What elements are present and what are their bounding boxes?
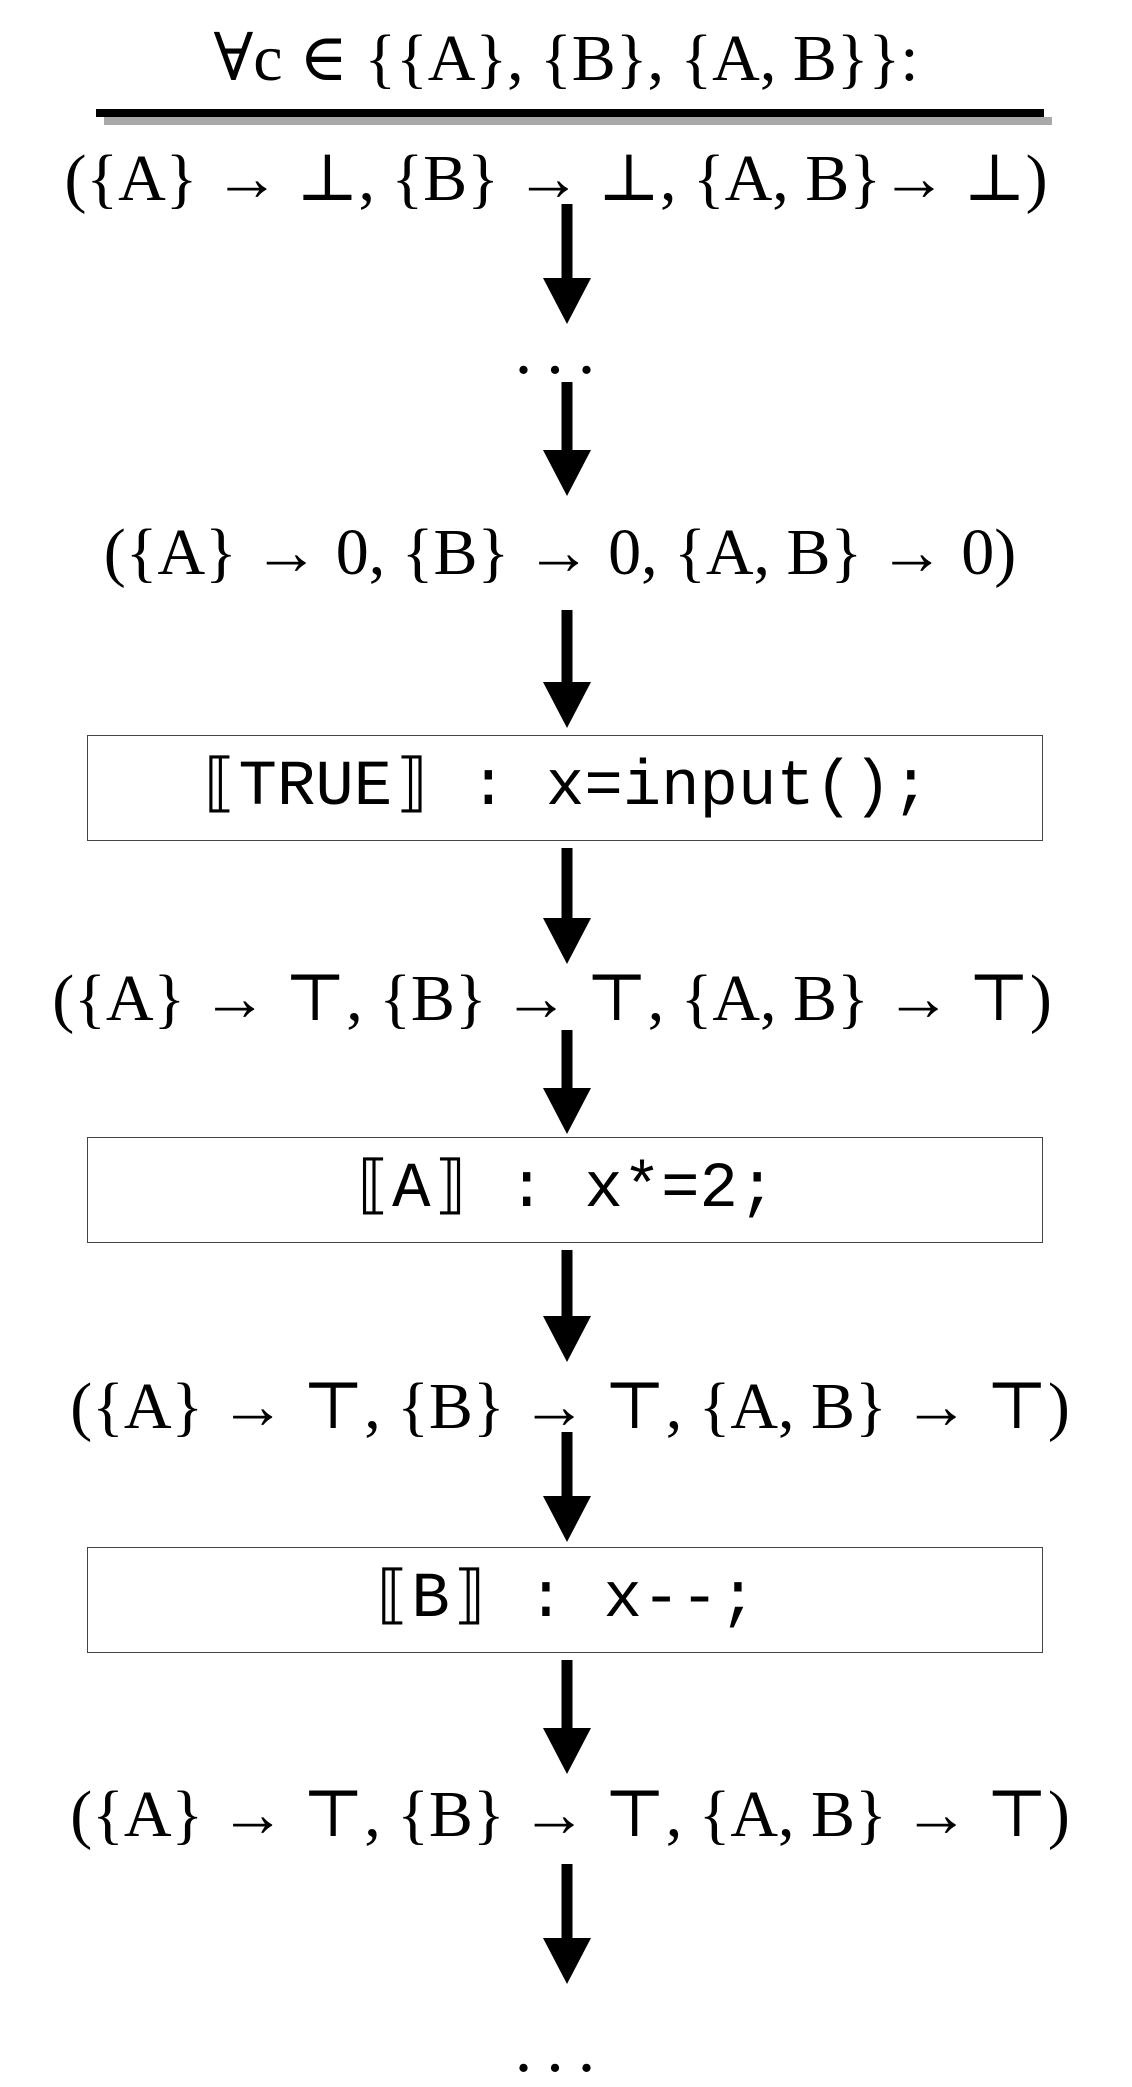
down-arrow-icon: [543, 1432, 591, 1542]
state-zero: ({A} → 0, {B} → 0, {A, B} → 0): [103, 516, 1017, 589]
state-top-2: ({A} → ⊤, {B} → ⊤, {A, B} → ⊤): [70, 1370, 1070, 1443]
header-rule: [96, 109, 1044, 117]
down-arrow-icon: [543, 848, 591, 964]
down-arrow-icon: [543, 1250, 591, 1362]
down-arrow-icon: [543, 1030, 591, 1134]
down-arrow-icon: [543, 1864, 591, 1984]
state-bottom: ({A} → ⊥, {B} → ⊥, {A, B}→ ⊥): [64, 142, 1048, 215]
quantifier-header: ∀c ∈ {{A}, {B}, {A, B}}:: [213, 22, 919, 95]
statement-box-a: ⟦A⟧ : x*=2;: [87, 1137, 1043, 1243]
statement-text: ⟦A⟧ : x*=2;: [353, 1154, 777, 1226]
statement-text: ⟦TRUE⟧ : x=input();: [200, 752, 930, 824]
state-top-1: ({A} → ⊤, {B} → ⊤, {A, B} → ⊤): [52, 962, 1052, 1035]
down-arrow-icon: [543, 382, 591, 496]
statement-box-input: ⟦TRUE⟧ : x=input();: [87, 735, 1043, 841]
statement-box-b: ⟦B⟧ : x--;: [87, 1547, 1043, 1653]
statement-text: ⟦B⟧ : x--;: [372, 1564, 758, 1636]
down-arrow-icon: [543, 1660, 591, 1774]
down-arrow-icon: [543, 204, 591, 324]
state-top-3: ({A} → ⊤, {B} → ⊤, {A, B} → ⊤): [70, 1778, 1070, 1851]
ellipsis-top: ...: [514, 312, 610, 389]
down-arrow-icon: [543, 610, 591, 728]
header-rule-shadow: [104, 117, 1052, 125]
ellipsis-bottom: ...: [514, 2010, 610, 2087]
